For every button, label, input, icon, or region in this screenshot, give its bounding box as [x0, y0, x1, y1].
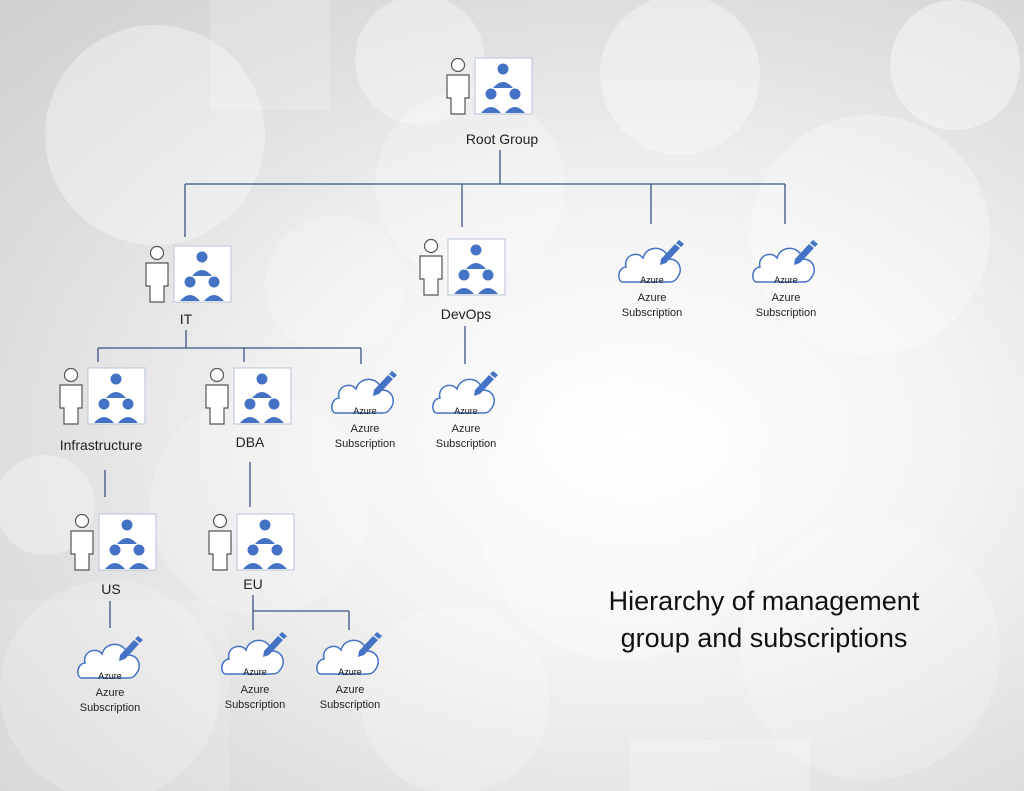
- devops-group-label: DevOps: [440, 306, 492, 322]
- subscription-cloud-icon[interactable]: [751, 234, 821, 284]
- subscription-cloud-icon[interactable]: [330, 365, 400, 415]
- diagram-title-line1: Hierarchy of management: [608, 586, 920, 616]
- subscription-label-line1: Azure: [240, 684, 270, 696]
- dba-group-icon[interactable]: [203, 366, 293, 426]
- it-group-label: IT: [179, 311, 193, 327]
- subscription-label-line2: Subscription: [224, 699, 286, 711]
- root-group-icon[interactable]: [444, 56, 534, 116]
- subscription-label-line2: Subscription: [435, 438, 497, 450]
- cloud-text: Azure: [98, 671, 122, 681]
- subscription-label-line2: Subscription: [755, 307, 817, 319]
- subscription-cloud-icon[interactable]: [617, 234, 687, 284]
- subscription-label-line2: Subscription: [319, 699, 381, 711]
- eu-group-icon[interactable]: [206, 512, 296, 572]
- dba-group-label: DBA: [235, 434, 265, 450]
- us-group-icon[interactable]: [68, 512, 158, 572]
- root-group-label: Root Group: [465, 131, 539, 147]
- subscription-cloud-icon[interactable]: [431, 365, 501, 415]
- diagram-title-line2: group and subscriptions: [620, 623, 908, 653]
- us-group-label: US: [101, 581, 121, 597]
- cloud-text: Azure: [454, 406, 478, 416]
- subscription-label-line1: Azure: [335, 684, 365, 696]
- subscription-label-line2: Subscription: [334, 438, 396, 450]
- subscription-label-line1: Azure: [637, 292, 667, 304]
- subscription-cloud-icon[interactable]: [220, 626, 290, 676]
- eu-group-label: EU: [243, 576, 263, 592]
- subscription-label-line1: Azure: [771, 292, 801, 304]
- it-group-icon[interactable]: [143, 244, 233, 304]
- infrastructure-group-icon[interactable]: [57, 366, 147, 426]
- subscription-label-line2: Subscription: [79, 702, 141, 714]
- subscription-cloud-icon[interactable]: [76, 630, 146, 680]
- subscription-label-line1: Azure: [451, 423, 481, 435]
- cloud-text: Azure: [774, 275, 798, 285]
- subscription-cloud-icon[interactable]: [315, 626, 385, 676]
- devops-group-icon[interactable]: [417, 237, 507, 297]
- cloud-text: Azure: [243, 667, 267, 677]
- infrastructure-group-label: Infrastructure: [59, 437, 143, 453]
- subscription-label-line1: Azure: [95, 687, 125, 699]
- cloud-text: Azure: [640, 275, 664, 285]
- subscription-label-line2: Subscription: [621, 307, 683, 319]
- diagram-title: Hierarchy of management group and subscr…: [609, 583, 920, 657]
- subscription-label-line1: Azure: [350, 423, 380, 435]
- cloud-text: Azure: [353, 406, 377, 416]
- cloud-text: Azure: [338, 667, 362, 677]
